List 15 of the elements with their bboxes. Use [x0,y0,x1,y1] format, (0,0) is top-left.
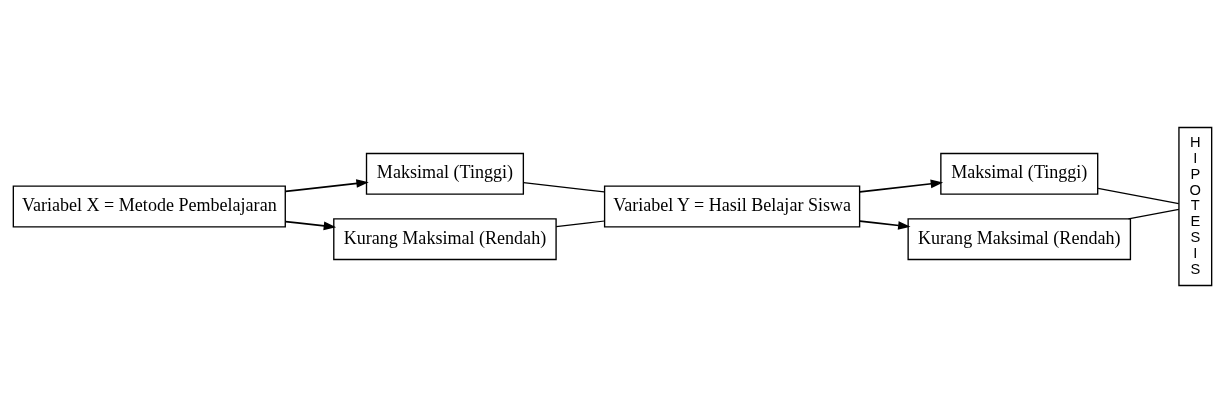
node-box: Variabel X = Metode Pembelajaran [12,185,286,227]
arrow [284,178,369,192]
node-box: Kurang Maksimal (Rendah) [333,217,557,260]
connector [1097,187,1180,204]
node-box: Maksimal (Tinggi) [365,152,525,195]
node-box: Maksimal (Tinggi) [940,152,1099,195]
node-box: Kurang Maksimal (Rendah) [907,217,1132,260]
connector [522,181,605,192]
arrow [859,179,944,193]
node-box: Variabel Y = Hasil Belajar Siswa [603,185,861,227]
connector [555,219,606,227]
arrow [859,219,911,230]
connector [1127,208,1180,219]
node-box: HIPOTESIS [1178,126,1213,286]
arrow [284,220,337,230]
